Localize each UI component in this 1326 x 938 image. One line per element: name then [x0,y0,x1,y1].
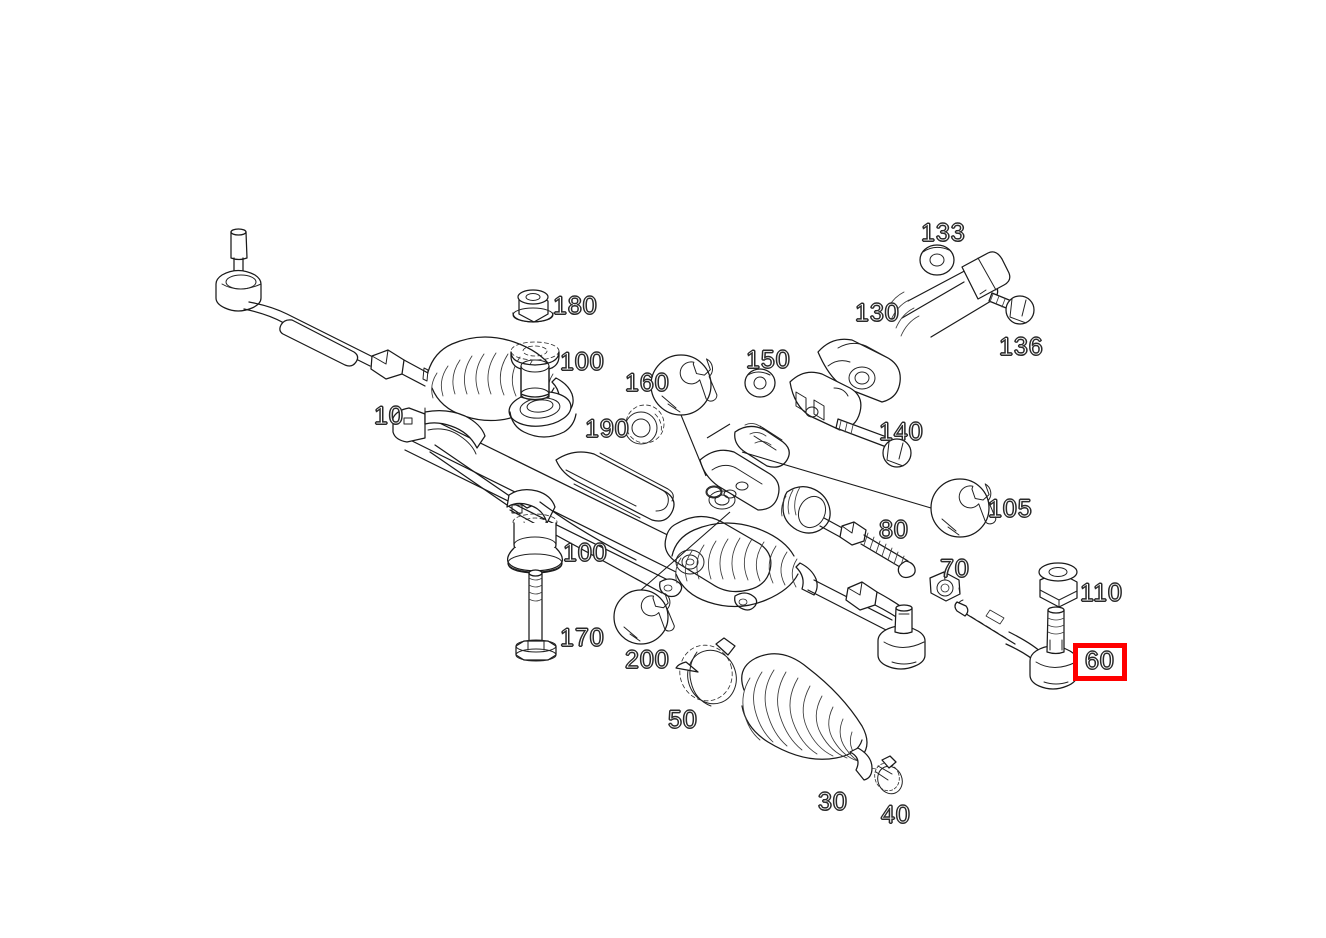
callout-label-10[interactable]: 10 [374,402,404,430]
leader-lines [640,414,932,591]
part-castle-nut-110 [1038,562,1078,608]
callout-label-160[interactable]: 160 [625,369,670,397]
part-steering-rack-housing [392,391,790,611]
part-bushing-100-lower [507,513,563,574]
part-bolt-136 [988,292,1035,325]
callout-label-130[interactable]: 130 [855,299,900,327]
part-plug-190 [624,404,665,445]
part-tie-rod-right [807,579,926,670]
callout-label-60-highlighted[interactable]: 60 [1073,643,1127,681]
callout-label-200[interactable]: 200 [625,646,670,674]
callout-label-30[interactable]: 30 [818,788,848,816]
wrench-icon-105 [930,478,997,538]
callout-label-50[interactable]: 50 [668,706,698,734]
callout-label-100-lower[interactable]: 100 [563,539,608,567]
callout-label-80[interactable]: 80 [879,516,909,544]
part-bearing-bush-150 [744,368,776,398]
part-bushing-100-upper [510,341,560,401]
part-clamp-50 [675,637,737,707]
callout-label-180[interactable]: 180 [553,292,598,320]
callout-label-150[interactable]: 150 [746,346,791,374]
callout-label-140[interactable]: 140 [879,418,924,446]
part-clamp-40 [874,755,903,795]
part-washer-133 [919,244,955,276]
callout-label-105[interactable]: 105 [988,495,1033,523]
part-bellows-right-on-rack [671,522,818,608]
callout-label-170[interactable]: 170 [560,624,605,652]
part-lock-nut-70 [929,571,961,602]
part-bolt-170 [515,569,557,662]
callout-label-133[interactable]: 133 [921,219,966,247]
callout-label-136[interactable]: 136 [999,333,1044,361]
part-inner-tie-rod [781,486,916,579]
part-bellows-boot-30 [741,653,877,781]
part-steering-shaft-130 [789,251,1011,431]
callout-label-70[interactable]: 70 [940,555,970,583]
callout-label-40[interactable]: 40 [881,801,911,829]
part-tie-rod-left [215,228,429,387]
wrench-icon-160 [650,354,718,416]
part-pinch-bolt-140 [835,418,912,468]
callout-label-100-upper[interactable]: 100 [560,348,605,376]
part-flange-nut-180 [512,289,554,323]
part-outer-tie-rod-end-60 [954,599,1078,690]
callout-label-190[interactable]: 190 [585,415,630,443]
callout-label-110[interactable]: 110 [1080,579,1123,607]
wrench-icon-200 [613,589,675,645]
